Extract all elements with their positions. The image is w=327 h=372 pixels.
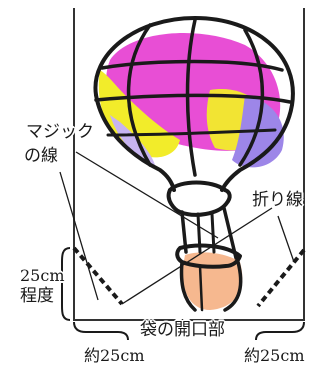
fold-lines [72, 246, 306, 308]
magic-line-pointer-upper [75, 151, 219, 239]
height-bracket [61, 247, 71, 321]
width-bracket-right [255, 321, 305, 341]
magic-line-label-line2: の線 [24, 146, 58, 166]
bag-outline [73, 8, 305, 321]
pointer-lines [59, 151, 295, 305]
magic-line-pointer-lower [59, 171, 99, 301]
bag-opening-label: 袋の開口部 [140, 320, 225, 340]
fold-line-pointer-right [277, 215, 295, 263]
fold-line-label: 折り線 [252, 190, 303, 210]
magic-line-label-line1: マジック [26, 122, 94, 142]
balloon-color-fill [98, 33, 284, 310]
height-suffix-label: 程度 [20, 286, 54, 306]
fold-line-pointer-left [121, 207, 273, 305]
width-right-label: 約25cm [244, 346, 305, 365]
fold-line-right [256, 248, 306, 308]
fold-line-left [72, 246, 124, 306]
height-value-label: 25cm [20, 266, 65, 285]
width-left-label: 約25cm [84, 346, 145, 365]
width-bracket-left [73, 321, 129, 341]
